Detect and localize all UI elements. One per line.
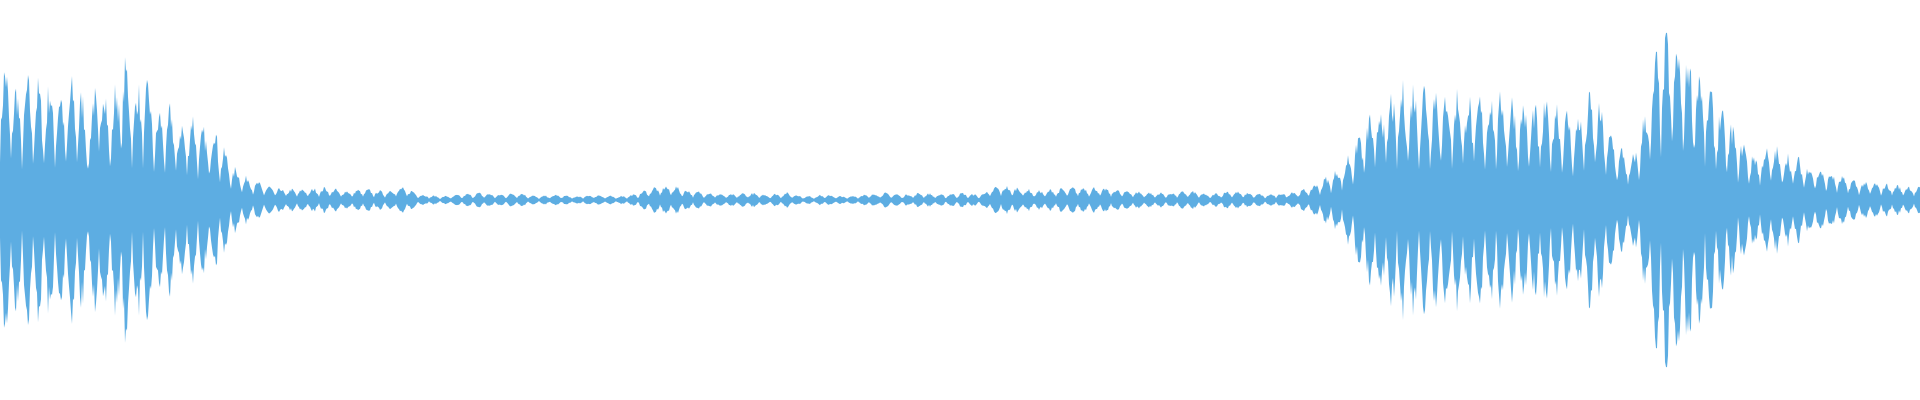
waveform-path — [0, 32, 1920, 368]
